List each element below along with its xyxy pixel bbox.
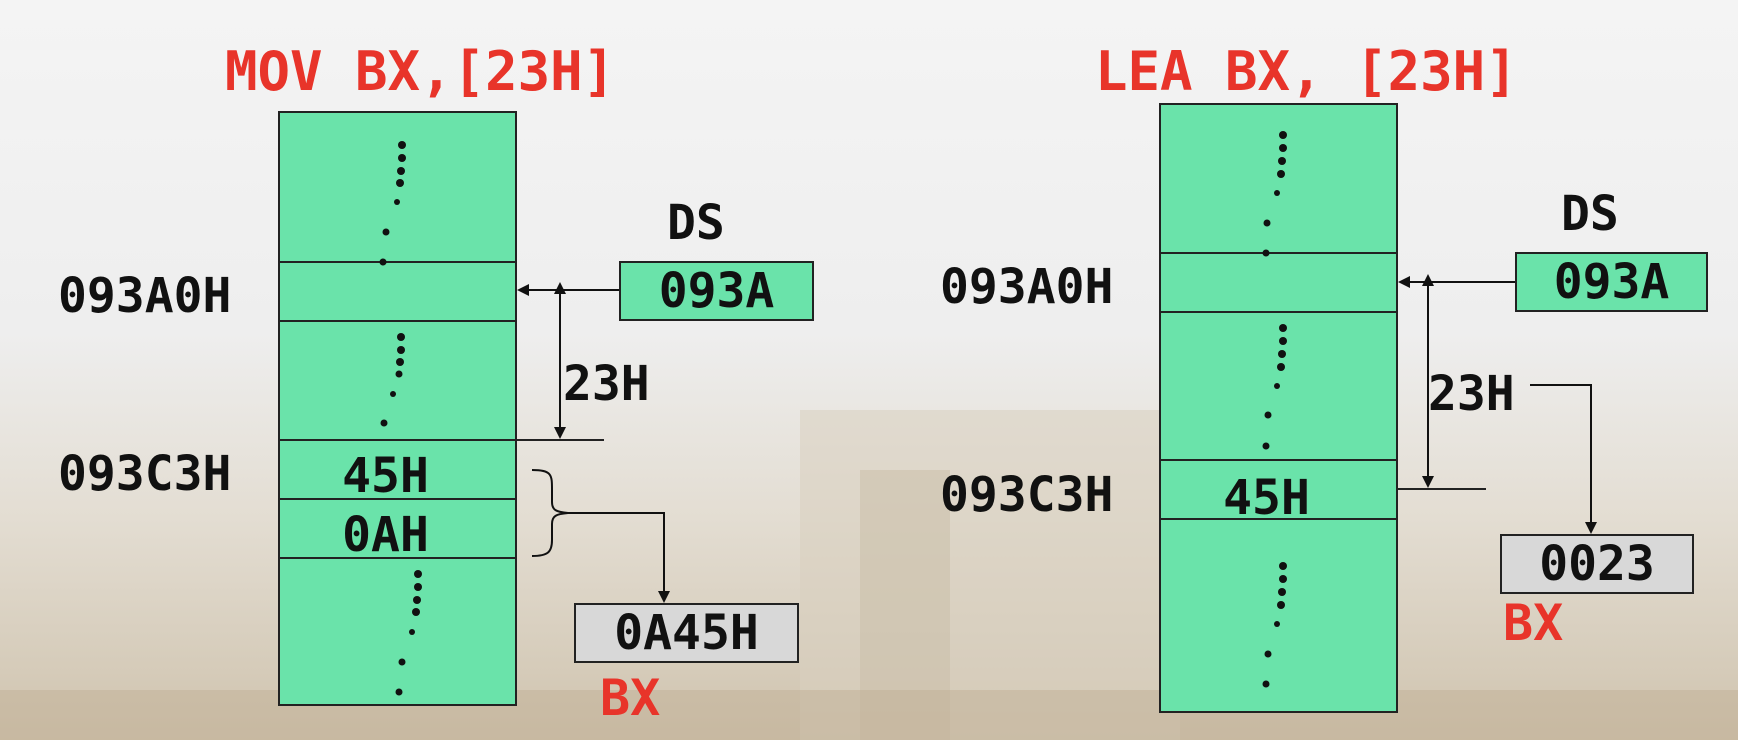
right-ellipsis-dots-bottom (1262, 562, 1287, 688)
left-cell-divider (278, 320, 517, 322)
left-bx-register: 0A45H (574, 603, 799, 663)
right-cell-45h: 45H (1223, 470, 1310, 526)
right-address-093c3h: 093C3H (940, 467, 1114, 523)
left-ds-register: 093A (619, 261, 814, 321)
right-cell-divider (1159, 311, 1398, 313)
right-ds-label: DS (1561, 186, 1619, 242)
left-ds-label: DS (667, 195, 725, 251)
right-cell-divider (1159, 252, 1398, 254)
left-memory-column (278, 111, 517, 706)
right-bx-register: 0023 (1500, 534, 1694, 594)
right-ellipsis-dots-mid (1262, 324, 1287, 450)
left-cell-0ah: 0AH (342, 507, 429, 563)
right-bx-label: BX (1503, 594, 1564, 652)
right-offset-baseline (1398, 488, 1486, 490)
left-cell-divider (278, 498, 517, 500)
right-ellipsis-dots-top (1262, 131, 1287, 257)
right-memory-column (1159, 103, 1398, 713)
left-offset-label: 23H (563, 356, 650, 412)
left-bx-connector (568, 512, 670, 603)
right-title: LEA BX, [23H] (1095, 40, 1518, 103)
left-brace (531, 469, 569, 557)
left-cell-divider (278, 557, 517, 559)
left-cell-divider (278, 261, 517, 263)
left-ellipsis-dots-bottom (395, 570, 422, 696)
left-cell-45h: 45H (342, 448, 429, 504)
right-cell-divider (1159, 459, 1398, 461)
left-address-093a0h: 093A0H (58, 268, 232, 324)
left-cell-divider (278, 439, 604, 441)
right-bx-connector (1530, 384, 1597, 534)
left-bx-label: BX (600, 669, 661, 727)
right-offset-label: 23H (1428, 366, 1515, 422)
left-ellipsis-dots-mid (380, 333, 405, 427)
left-address-093c3h: 093C3H (58, 446, 232, 502)
right-cell-divider (1159, 518, 1398, 520)
left-title: MOV BX,[23H] (225, 40, 616, 103)
right-address-093a0h: 093A0H (940, 259, 1114, 315)
background-building-tower (860, 470, 950, 740)
right-ds-register: 093A (1515, 252, 1708, 312)
left-ellipsis-dots-top (379, 141, 406, 266)
